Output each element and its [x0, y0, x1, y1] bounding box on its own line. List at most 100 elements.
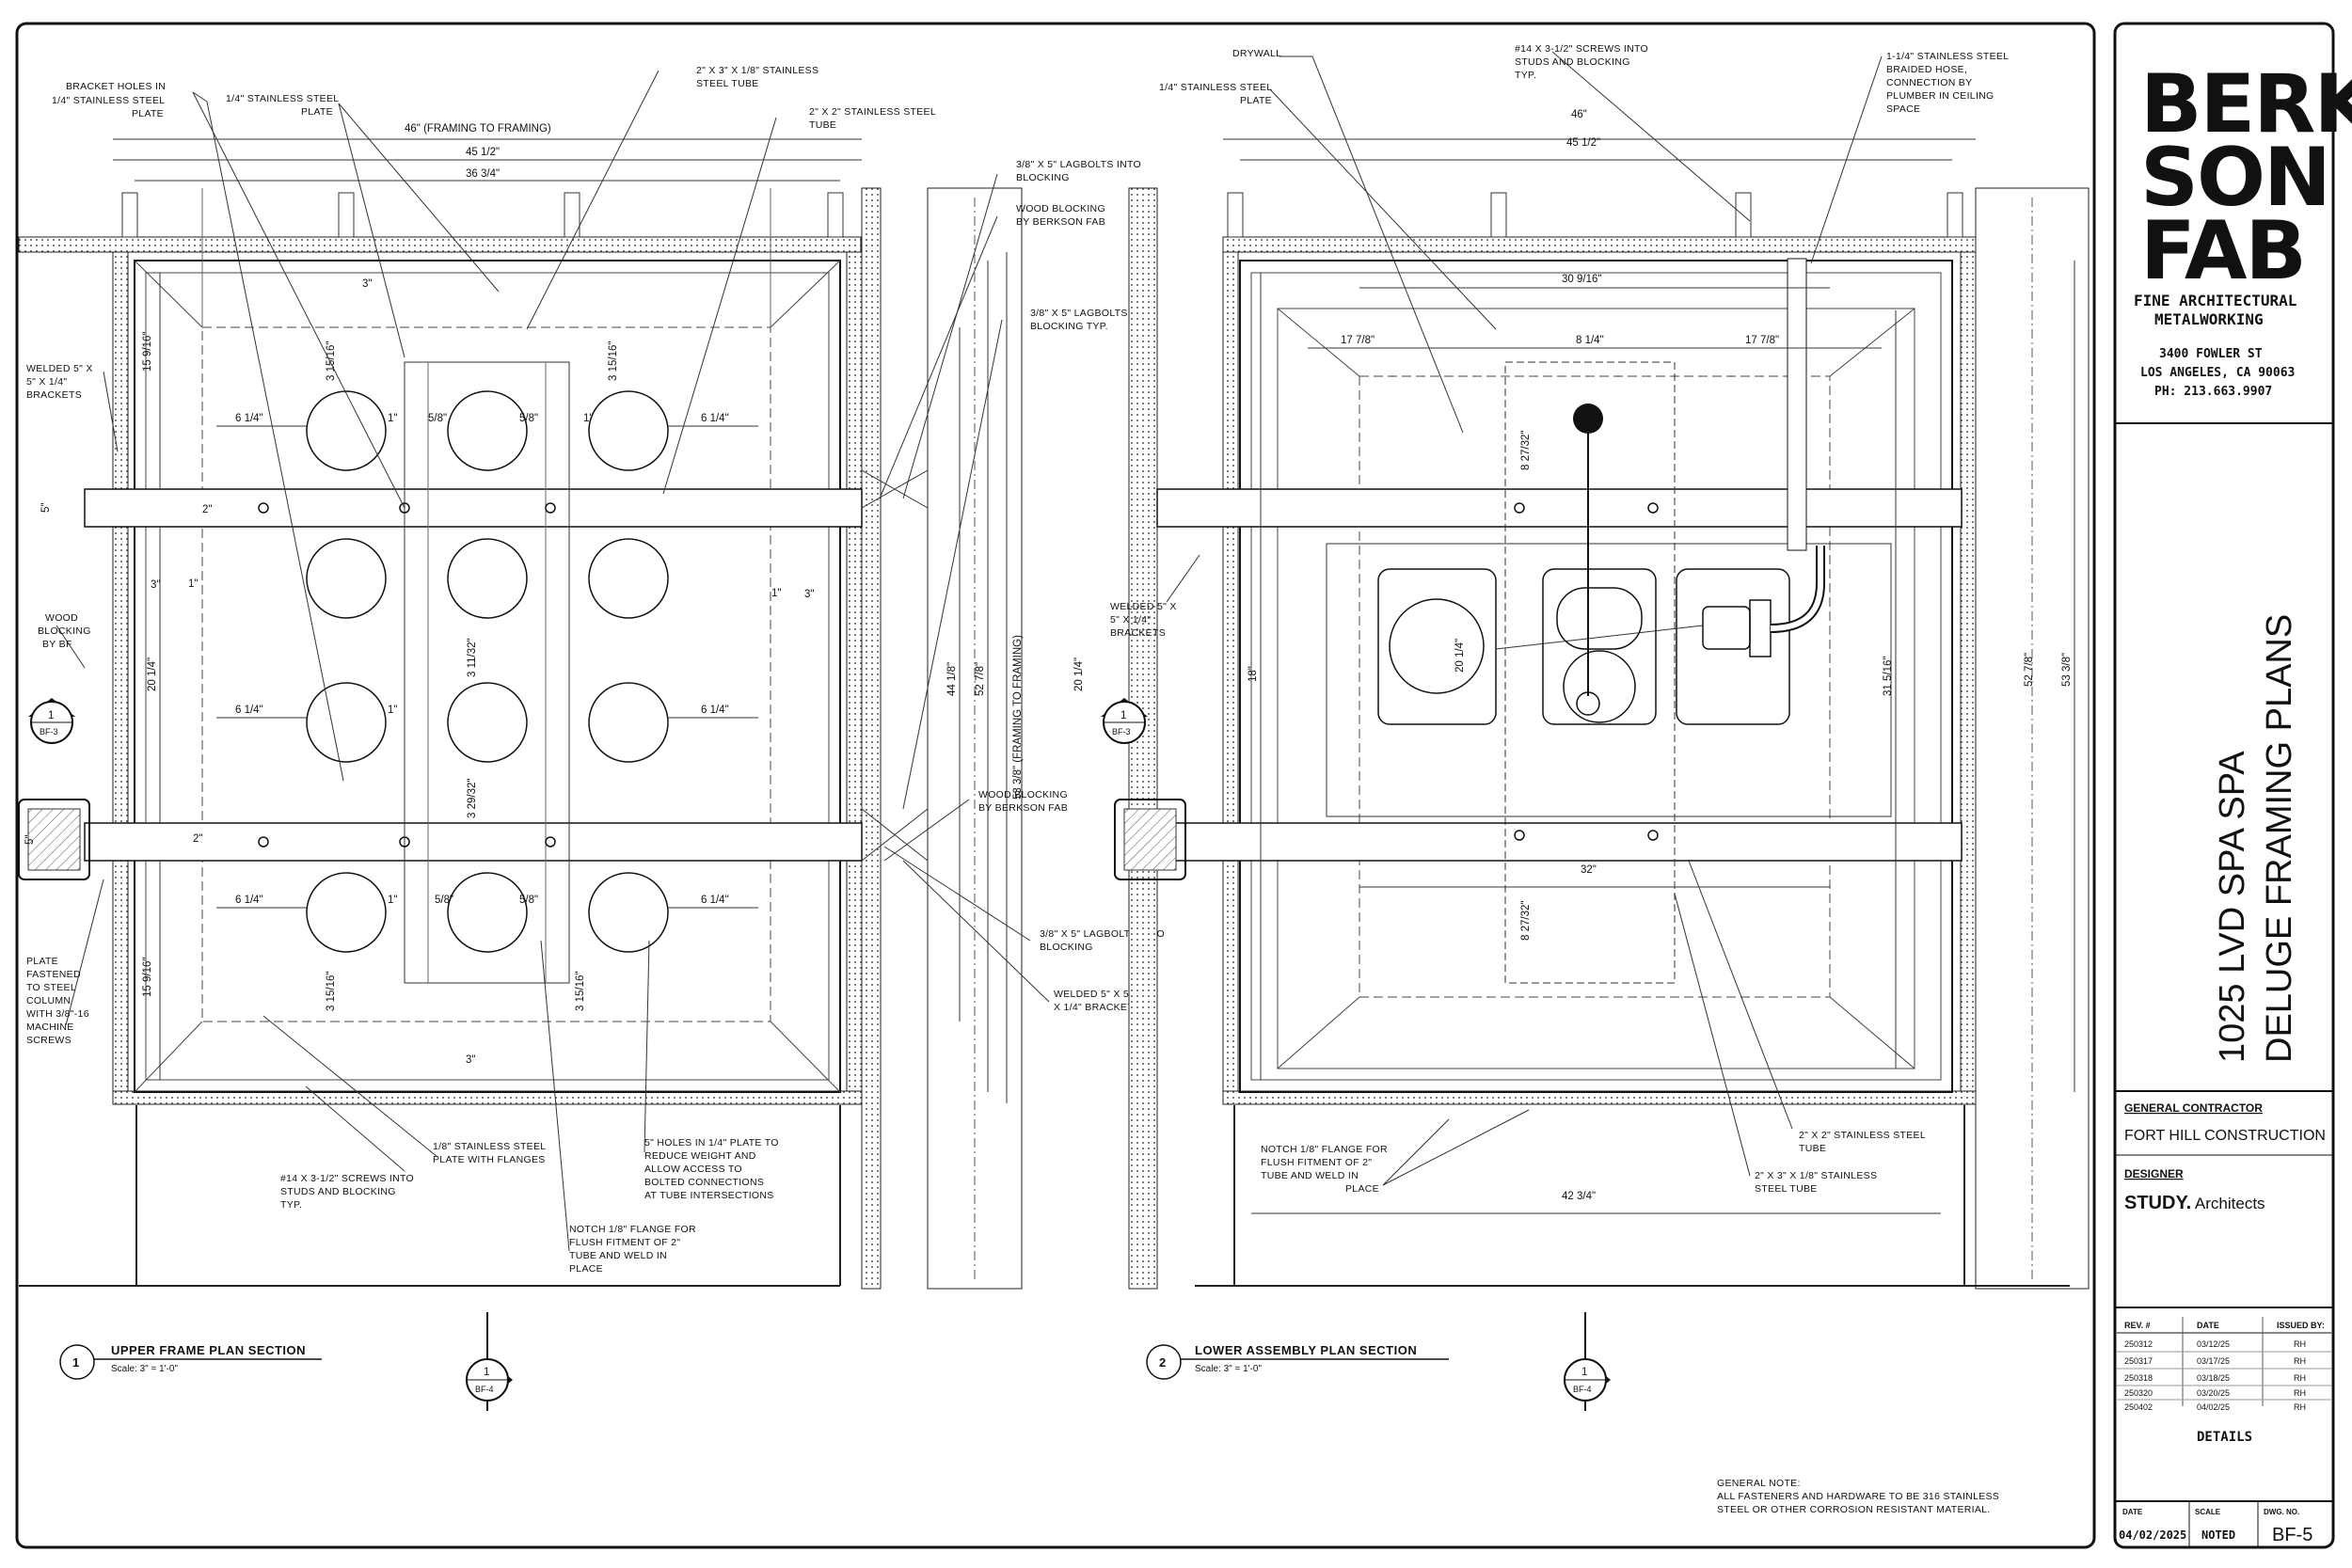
dim-315a: 3 15/16": [326, 341, 337, 381]
note-notch2-3: TUBE AND WELD IN: [1261, 1170, 1359, 1181]
dim-3a: 3": [362, 278, 372, 290]
plan-lower-assembly: 46" 45 1/2" 30 9/16" 17 7/8" 8 1/4" 17 7…: [1073, 43, 2090, 1411]
tube-top: [84, 488, 863, 528]
hole: [306, 390, 387, 471]
rev-date: 03/20/25: [2197, 1388, 2230, 1398]
dim-58c: 5/8": [435, 895, 453, 906]
note-wood-bf-1: WOOD: [45, 612, 78, 624]
dim-3d: 3": [804, 589, 814, 600]
dim-58d: 5/8": [519, 895, 538, 906]
general-note: GENERAL NOTE: ALL FASTENERS AND HARDWARE…: [1717, 1478, 1999, 1515]
titleblock: BERK SON FAB FINE ARCHITECTURAL METALWOR…: [2115, 57, 2352, 1547]
rev-num: 250312: [2124, 1339, 2153, 1349]
plan-1-title-text: UPPER FRAME PLAN SECTION: [111, 1343, 306, 1357]
svg-text:1: 1: [1581, 1367, 1587, 1378]
rev-by: RH: [2294, 1339, 2306, 1349]
hole: [306, 682, 387, 763]
note-welded-brackets-2: 5" X 1/4": [26, 376, 67, 388]
svg-text:FAB: FAB: [2140, 204, 2305, 298]
company-phone: PH: 213.663.9907: [2154, 385, 2272, 399]
svg-text:GENERAL NOTE:: GENERAL NOTE:: [1717, 1478, 1801, 1489]
date-label: DATE: [2122, 1508, 2143, 1516]
plan-upper-frame: 46" (FRAMING TO FRAMING) 45 1/2" 36 3/4"…: [18, 65, 1165, 1411]
dim-45-half: 45 1/2": [466, 147, 500, 158]
dim-46-framing: 46" (FRAMING TO FRAMING): [405, 123, 551, 135]
svg-text:BERK: BERK: [2140, 57, 2352, 151]
dim-5a: 5": [40, 503, 52, 513]
dim-6f: 6 1/4": [701, 895, 729, 906]
note-holes-1: 5" HOLES IN 1/4" PLATE TO: [644, 1137, 779, 1148]
plan-2-title: 2 LOWER ASSEMBLY PLAN SECTION Scale: 3" …: [1146, 1343, 1449, 1380]
dim-52-2: 52 7/8": [2024, 653, 2035, 687]
note-notch-3: TUBE AND WELD IN: [569, 1250, 667, 1261]
note-lagbolts-typ-2: BLOCKING TYP.: [1030, 321, 1108, 332]
dim-1c: 1": [388, 413, 397, 424]
dim-58a: 5/8": [428, 413, 447, 424]
svg-text:STEEL OR OTHER CORROSION RESIS: STEEL OR OTHER CORROSION RESISTANT MATER…: [1717, 1504, 1991, 1515]
note-screws2-2: STUDS AND BLOCKING: [1515, 56, 1630, 68]
hole: [447, 872, 528, 953]
gc-label: GENERAL CONTRACTOR: [2124, 1101, 2263, 1115]
note-tube22b-2: TUBE: [1799, 1143, 1826, 1154]
dim-329: 3 29/32": [467, 779, 478, 818]
dim-1b: 1": [771, 588, 781, 599]
dim-6d: 6 1/4": [701, 705, 729, 716]
hole: [588, 538, 669, 619]
hole: [306, 872, 387, 953]
dim-32: 32": [1581, 864, 1597, 876]
hole: [447, 390, 528, 471]
sheet-label: DETAILS: [2197, 1430, 2252, 1445]
dim-1e: 1": [388, 895, 397, 906]
note-wood-blocking-2: BY BERKSON FAB: [1016, 216, 1105, 228]
note-welded-b-1: WELDED 5" X 5": [1054, 989, 1133, 1000]
dim-6a: 6 1/4": [235, 413, 263, 424]
rev-by: RH: [2294, 1373, 2306, 1383]
rev-num: 250402: [2124, 1402, 2153, 1412]
tube-bottom: [84, 822, 863, 862]
dim-6e: 6 1/4": [235, 895, 263, 906]
rev-date: 04/02/25: [2197, 1402, 2230, 1412]
note-screws-2: STUDS AND BLOCKING: [280, 1186, 396, 1197]
dim-17-right: 17 7/8": [1745, 335, 1779, 346]
rev-date: 03/17/25: [2197, 1356, 2230, 1366]
note-hose-4: PLUMBER IN CEILING: [1886, 90, 1994, 102]
svg-text:BF-4: BF-4: [475, 1385, 494, 1394]
rev-date: 03/12/25: [2197, 1339, 2230, 1349]
revision-rows: 250312 03/12/25 RH 250317 03/17/25 RH 25…: [2117, 1339, 2331, 1412]
company-address-1: 3400 FOWLER ST: [2159, 347, 2263, 361]
svg-text:BF-3: BF-3: [1112, 727, 1131, 736]
note-plate-fastened-7: SCREWS: [26, 1035, 72, 1046]
dim-3c: 3": [151, 579, 160, 591]
note-flanges-1: 1/8" STAINLESS STEEL: [433, 1141, 546, 1152]
sheet-date: 04/02/2025: [2119, 1528, 2186, 1542]
rev-by: RH: [2294, 1356, 2306, 1366]
plan-1-title: 1 UPPER FRAME PLAN SECTION Scale: 3" = 1…: [59, 1343, 322, 1380]
svg-text:SON: SON: [2140, 131, 2329, 225]
rev-by: RH: [2294, 1402, 2306, 1412]
note-plate-1: 1/4" STAINLESS STEEL: [226, 93, 339, 104]
note-screws-3: TYP.: [280, 1199, 302, 1211]
dim-5b: 5": [24, 835, 36, 845]
dim-31: 31 5/16": [1883, 657, 1894, 696]
note-notch-1: NOTCH 1/8" FLANGE FOR: [569, 1224, 696, 1235]
note-lagbolts-b-2: BLOCKING: [1040, 942, 1093, 953]
dim-1a: 1": [188, 578, 198, 590]
drawing-border: [15, 22, 2096, 1549]
note-plate-2: PLATE: [301, 106, 333, 118]
note-tube22b-1: 2" X 2" STAINLESS STEEL: [1799, 1130, 1926, 1141]
note-hose-5: SPACE: [1886, 103, 1920, 115]
svg-text:1: 1: [484, 1367, 489, 1378]
plan-1-scale: Scale: 3" = 1'-0": [111, 1364, 178, 1374]
outer-frame: [134, 260, 841, 1093]
dim-8-quarter: 8 1/4": [1576, 335, 1604, 346]
dwg-number: BF-5: [2272, 1525, 2312, 1545]
rev-header-date: DATE: [2197, 1321, 2219, 1330]
note-notch2-4: PLACE: [1345, 1183, 1379, 1195]
note-notch-4: PLACE: [569, 1263, 603, 1275]
dim-20-fixture: 20 1/4": [1454, 639, 1466, 673]
svg-text:1: 1: [48, 710, 54, 721]
section-mark-left: 1 BF-3: [28, 698, 75, 744]
dim-44: 44 1/8": [946, 662, 958, 696]
rev-header-issued: ISSUED BY:: [2277, 1321, 2325, 1330]
hole: [447, 538, 528, 619]
